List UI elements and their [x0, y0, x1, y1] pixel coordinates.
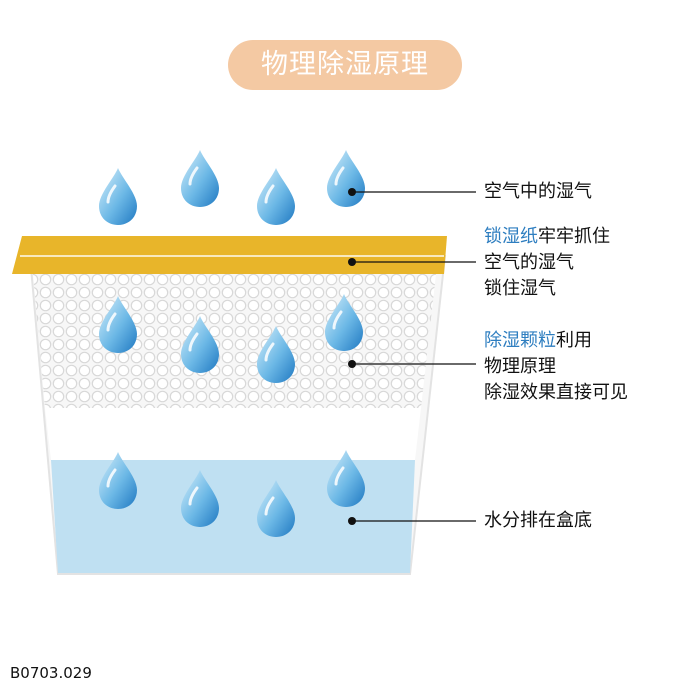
label-granules: 除湿颗粒利用 物理原理 除湿效果直接可见	[484, 330, 628, 403]
leader-lines	[352, 191, 476, 522]
water-layer	[51, 460, 415, 573]
water-drop-icon	[255, 166, 297, 227]
water-drop-icon	[97, 166, 139, 227]
product-code: B0703.029	[10, 664, 92, 682]
water-drop-icon	[179, 148, 221, 209]
label-water: 水分排在盒底	[484, 510, 592, 531]
title-pill: 物理除湿原理	[228, 40, 462, 90]
empty-gap	[45, 408, 421, 460]
label-air-moisture: 空气中的湿气	[484, 181, 592, 202]
water-drop-icon	[325, 148, 367, 209]
granule-layer	[33, 274, 436, 408]
label-lock-paper: 锁湿纸牢牢抓住 空气的湿气 锁住湿气	[484, 226, 610, 299]
label-granules-highlight: 除湿颗粒	[484, 330, 556, 351]
label-lock-paper-highlight: 锁湿纸	[484, 226, 538, 247]
leader-dots	[348, 188, 356, 525]
